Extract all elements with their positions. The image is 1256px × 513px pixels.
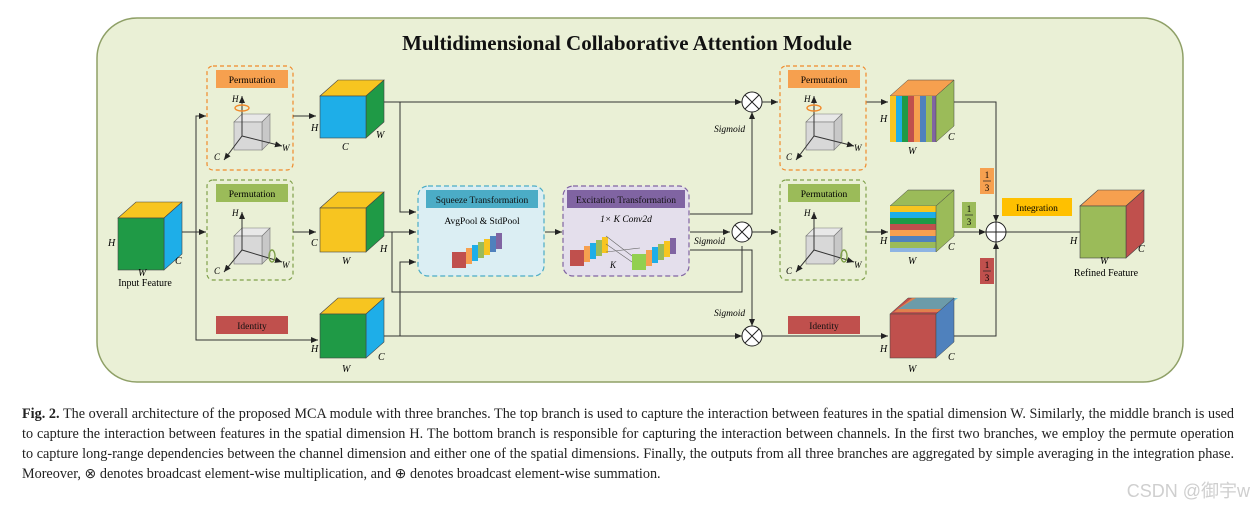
- excitation-k-label: K: [609, 260, 617, 270]
- fraction-bottom-den: 3: [985, 273, 990, 283]
- branch-lines: [384, 99, 755, 339]
- fraction-bottom: [980, 258, 994, 284]
- refined-feature-label: Refined Feature: [1074, 268, 1139, 279]
- squeeze-title: Squeeze Transformation: [436, 195, 529, 206]
- perm-top-right-label: Permutation: [801, 76, 848, 86]
- figure-caption: Fig. 2. The overall architecture of the …: [22, 404, 1234, 484]
- integration-block: [1002, 198, 1072, 216]
- squeeze-block: [417, 185, 545, 277]
- perm-mid-gray-cube: [223, 212, 283, 273]
- bottom-identity-cube: [319, 297, 385, 359]
- bottom-cube-w: W: [342, 364, 352, 375]
- refined-feature-cube: [1079, 189, 1145, 259]
- fraction-mid-den: 3: [967, 217, 972, 227]
- mid-permuted-cube: [319, 191, 385, 253]
- bottom-right-striped-cube: [889, 297, 958, 359]
- input-c-label: C: [175, 256, 182, 267]
- perm-mid-label: Permutation: [229, 190, 276, 200]
- bottom-cube-h: H: [310, 344, 319, 355]
- sum-lines: [954, 101, 1100, 337]
- bottom-right-cube-h: H: [879, 344, 888, 355]
- mid-right-striped-cube: [889, 189, 955, 253]
- integration-label: Integration: [1016, 204, 1058, 214]
- excitation-subtitle: 1× K Conv2d: [600, 215, 652, 225]
- mid-right-cube-w: W: [908, 256, 918, 267]
- perm-mid-right-gray-cube: [795, 212, 855, 273]
- perm-top-right-h: H: [803, 94, 811, 104]
- perm-top-right-c: C: [786, 152, 793, 162]
- perm-mid-right-box: [779, 179, 867, 281]
- top-right-cube-w: W: [908, 146, 918, 157]
- top-right-cube-c: C: [948, 132, 955, 143]
- perm-top-h: H: [231, 94, 239, 104]
- refined-c-label: C: [1138, 244, 1145, 255]
- identity-right-label: Identity: [809, 322, 839, 332]
- perm-top-box: [206, 65, 294, 171]
- refined-w-label: W: [1100, 256, 1110, 267]
- perm-to-cube-lines: [293, 113, 316, 235]
- multiply-bottom-icon: [741, 325, 763, 347]
- perm-mid-c: C: [214, 266, 221, 276]
- identity-left-block: [216, 316, 288, 334]
- multiply-mid-icon: [731, 221, 753, 243]
- input-w-label: W: [138, 268, 148, 279]
- input-feature-label: Input Feature: [118, 278, 172, 289]
- diagram-title: Multidimensional Collaborative Attention…: [402, 31, 852, 55]
- mid-cube-c: C: [311, 238, 318, 249]
- perm-top-right-w: W: [854, 143, 863, 153]
- top-cube-c: C: [342, 142, 349, 153]
- input-h-label: H: [107, 238, 116, 249]
- excitation-title: Excitation Transformation: [576, 195, 676, 206]
- identity-right-block: [788, 316, 860, 334]
- sigmoid-top-label: Sigmoid: [714, 125, 745, 135]
- bottom-right-cube-w: W: [908, 364, 918, 375]
- mid-right-cube-h: H: [879, 236, 888, 247]
- top-cube-h: H: [310, 123, 319, 134]
- top-permuted-cube: [319, 79, 385, 139]
- mid-cube-h: H: [379, 244, 388, 255]
- perm-mid-w: W: [282, 260, 291, 270]
- perm-mid-h: H: [231, 208, 239, 218]
- caption-label: Fig. 2.: [22, 406, 60, 422]
- input-branch-lines: [182, 113, 318, 343]
- perm-top-c: C: [214, 152, 221, 162]
- fraction-top: [980, 168, 994, 194]
- top-right-striped-cube: [889, 79, 955, 143]
- perm-mid-right-label: Permutation: [801, 190, 848, 200]
- fraction-bottom-num: 1: [985, 260, 990, 270]
- perm-top-w: W: [282, 143, 291, 153]
- fraction-mid-num: 1: [967, 204, 972, 214]
- sum-icon: [985, 221, 1007, 243]
- perm-mid-right-c: C: [786, 266, 793, 276]
- top-cube-w: W: [376, 130, 386, 141]
- sigmoid-bottom-label: Sigmoid: [714, 309, 745, 319]
- squeeze-stripes: [452, 233, 502, 268]
- squeeze-subtitle: AvgPool & StdPool: [444, 217, 520, 227]
- identity-left-label: Identity: [237, 322, 267, 332]
- mid-right-cube-c: C: [948, 242, 955, 253]
- multiply-top-icon: [741, 91, 763, 113]
- excitation-stripes: [570, 235, 676, 270]
- perm-top-label: Permutation: [229, 76, 276, 86]
- perm-top-right-box: [779, 65, 867, 171]
- mid-cube-w: W: [342, 256, 352, 267]
- bottom-cube-c: C: [378, 352, 385, 363]
- bottom-right-cube-c: C: [948, 352, 955, 363]
- csdn-watermark: CSDN @御宇w: [1126, 481, 1250, 501]
- perm-mid-box: [206, 179, 294, 281]
- caption-text: The overall architecture of the proposed…: [22, 406, 1235, 482]
- perm-top-gray-cube: [223, 96, 283, 161]
- input-feature-cube: [117, 201, 183, 271]
- perm-top-right-gray-cube: [795, 96, 855, 161]
- fraction-top-num: 1: [985, 170, 990, 180]
- post-multiply-lines: [752, 99, 888, 339]
- top-right-cube-h: H: [879, 114, 888, 125]
- refined-h-label: H: [1069, 236, 1078, 247]
- fraction-mid: [962, 202, 976, 228]
- sigmoid-mid-label: Sigmoid: [694, 237, 725, 247]
- perm-mid-right-h: H: [803, 208, 811, 218]
- perm-mid-right-w: W: [854, 260, 863, 270]
- fraction-top-den: 3: [985, 183, 990, 193]
